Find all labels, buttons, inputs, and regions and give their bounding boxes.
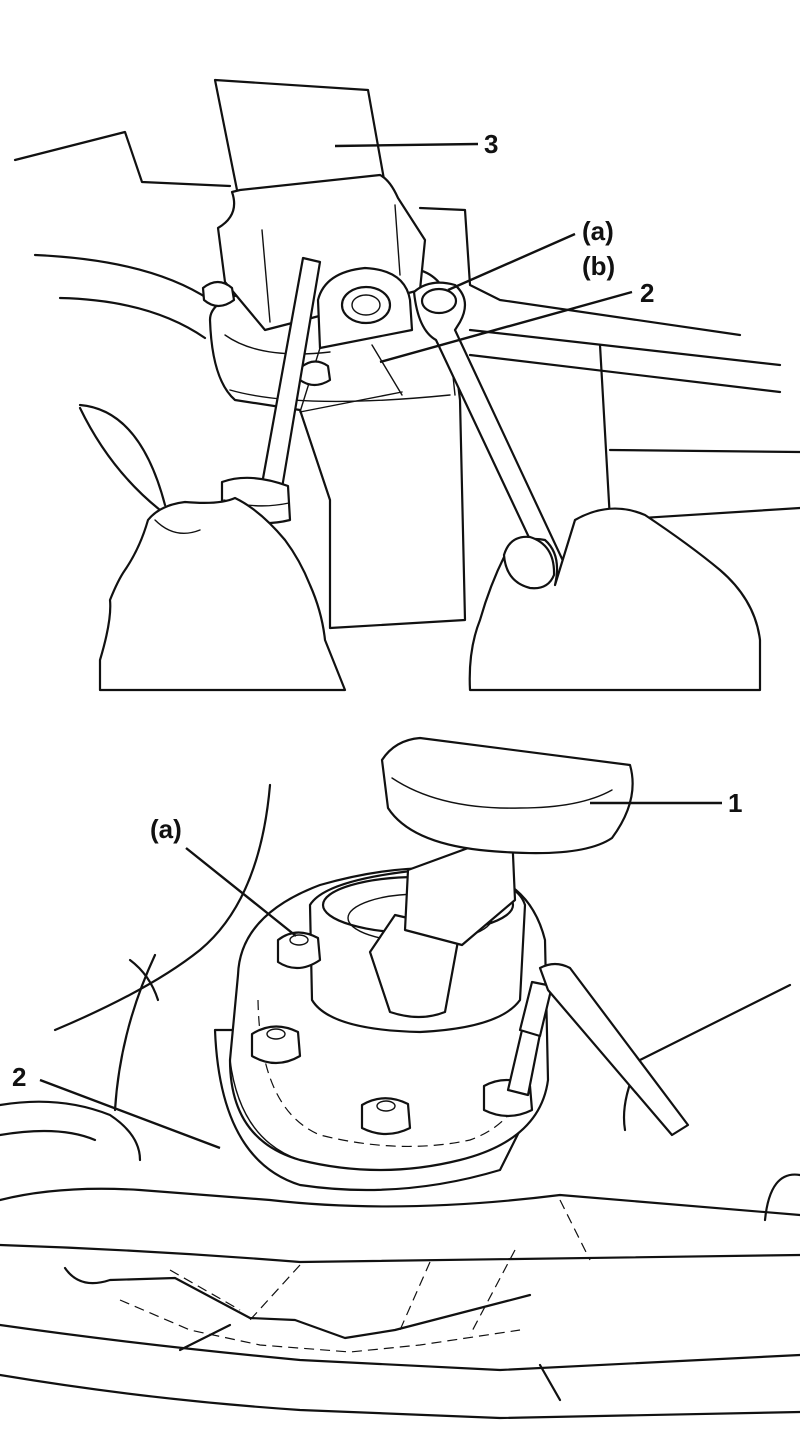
callout-a-label: (a) [582, 216, 614, 246]
flange-bolt-top [276, 931, 322, 970]
callout-2-bottom: 2 [12, 1062, 221, 1150]
callout-1-label: 1 [728, 788, 742, 818]
callout-b-label: (b) [582, 251, 615, 281]
callout-3: 3 [334, 129, 498, 159]
pinch-bolt-left [201, 280, 236, 308]
bottom-body-contours [53, 783, 800, 1222]
callout-2-top: 2 [379, 278, 654, 364]
left-hand [98, 496, 347, 692]
callout-2-top-label: 2 [640, 278, 654, 308]
pinch-bolt-lower [298, 360, 332, 387]
subframe-member [0, 1100, 800, 1420]
top-panel-loosening-joint-bolt: 3 (a) (b) 2 [13, 78, 800, 692]
bottom-panel-removing-shaft: 1 (a) 2 [0, 736, 800, 1420]
flange-bolt-left [250, 1025, 302, 1065]
callout-a-b-top: (a) (b) [447, 216, 615, 292]
hex-key-tool [506, 962, 690, 1137]
callout-3-label: 3 [484, 129, 498, 159]
flange-bolt-bottom [360, 1097, 412, 1136]
right-hand [468, 507, 762, 692]
callout-2-bottom-label: 2 [12, 1062, 26, 1092]
callout-1: 1 [590, 788, 742, 818]
universal-joint-yoke [299, 266, 414, 413]
shaft-being-removed [368, 736, 634, 1019]
callout-a-bottom-label: (a) [150, 814, 182, 844]
callout-a-bottom: (a) [150, 814, 297, 937]
